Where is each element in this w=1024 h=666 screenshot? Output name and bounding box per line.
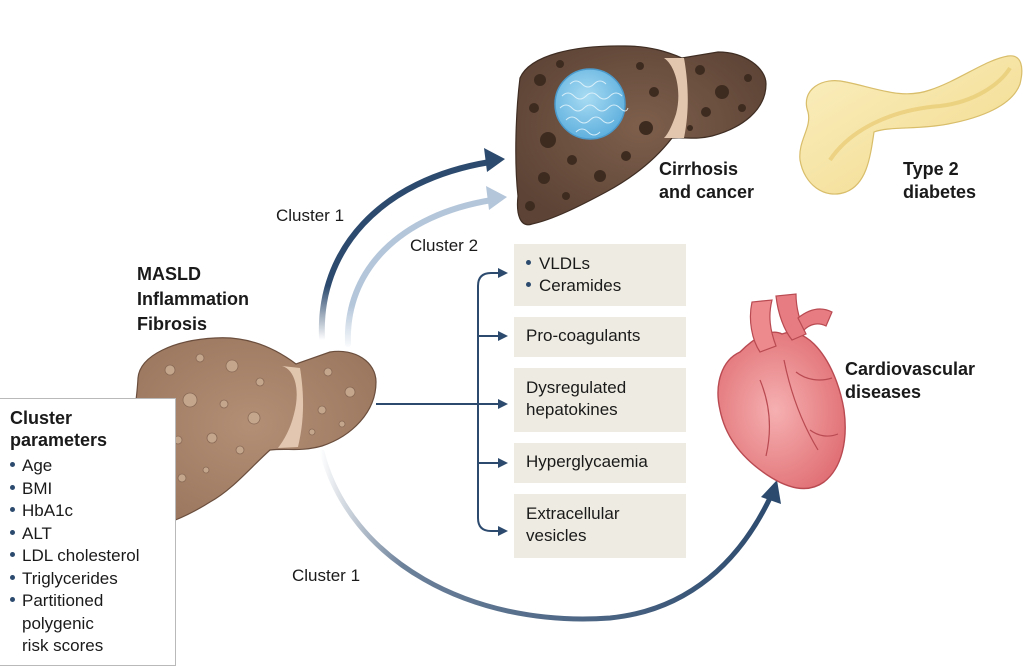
cluster1-lower-label: Cluster 1 [292, 566, 361, 585]
cluster2-label: Cluster 2 [410, 236, 479, 255]
cluster-parameter-item: LDL cholesterol [10, 545, 140, 568]
bullet-icon [10, 597, 15, 603]
cluster-parameter-item: BMI [10, 478, 140, 501]
bullet-icon [10, 574, 15, 580]
bullet-icon [10, 462, 15, 468]
bullet-icon [10, 507, 15, 513]
masld-label-line1: MASLD [137, 264, 201, 284]
mediator-box-hyperglycaemia: Hyperglycaemia [514, 443, 686, 483]
cluster-parameter-item: Partitioned polygenic risk scores [10, 590, 140, 658]
mediator-box-procoagulants: Pro-coagulants [514, 317, 686, 357]
mediator-box-hepatokines: Dysregulated hepatokines [514, 368, 686, 432]
mediator-item: hepatokines [526, 400, 618, 419]
bullet-icon [10, 552, 15, 558]
cardio-label-line1: Cardiovascular [845, 359, 976, 379]
cirrhosis-label-line1: Cirrhosis [659, 159, 739, 179]
mediator-item: Dysregulated [526, 378, 627, 397]
diabetes-label-line1: Type 2 [903, 159, 959, 179]
mediator-box-lipids: VLDLs Ceramides [514, 244, 686, 306]
masld-label-line3: Fibrosis [137, 314, 208, 334]
masld-label-line2: Inflammation [137, 289, 250, 309]
mediator-connector [376, 272, 500, 532]
mediator-item: Pro-coagulants [526, 326, 641, 345]
cluster-parameter-item: HbA1c [10, 500, 140, 523]
bullet-icon [10, 529, 15, 535]
pancreas-illustration [799, 55, 1023, 195]
cardio-label-line2: diseases [845, 382, 922, 402]
cluster1-upper-label: Cluster 1 [276, 206, 345, 225]
mediator-box-vesicles: Extracellular vesicles [514, 494, 686, 558]
arrow-cluster2-to-cirrhosis [344, 186, 507, 347]
cluster-parameters-title: Cluster parameters [10, 408, 108, 450]
arrow-cluster1-to-cirrhosis [318, 148, 505, 341]
masld-liver-illustration [124, 337, 377, 531]
cluster-parameter-item: Triglycerides [10, 568, 140, 591]
cluster-parameter-item: Age [10, 455, 140, 478]
mediator-item: VLDLs [526, 253, 590, 275]
cirrhosis-liver-illustration [515, 45, 767, 226]
mediator-item: Hyperglycaemia [526, 452, 648, 471]
mediator-item: vesicles [526, 526, 587, 545]
diabetes-label-line2: diabetes [903, 182, 977, 202]
mediator-item: Extracellular [526, 504, 620, 523]
mediator-arrowheads [498, 268, 508, 536]
arrow-cluster1-to-heart [319, 449, 781, 622]
mediator-item: Ceramides [526, 275, 621, 297]
cluster-parameter-item: ALT [10, 523, 140, 546]
cirrhosis-label-line2: and cancer [659, 182, 755, 202]
bullet-icon [10, 484, 15, 490]
tumour-illustration [554, 68, 629, 140]
heart-illustration [717, 293, 846, 489]
